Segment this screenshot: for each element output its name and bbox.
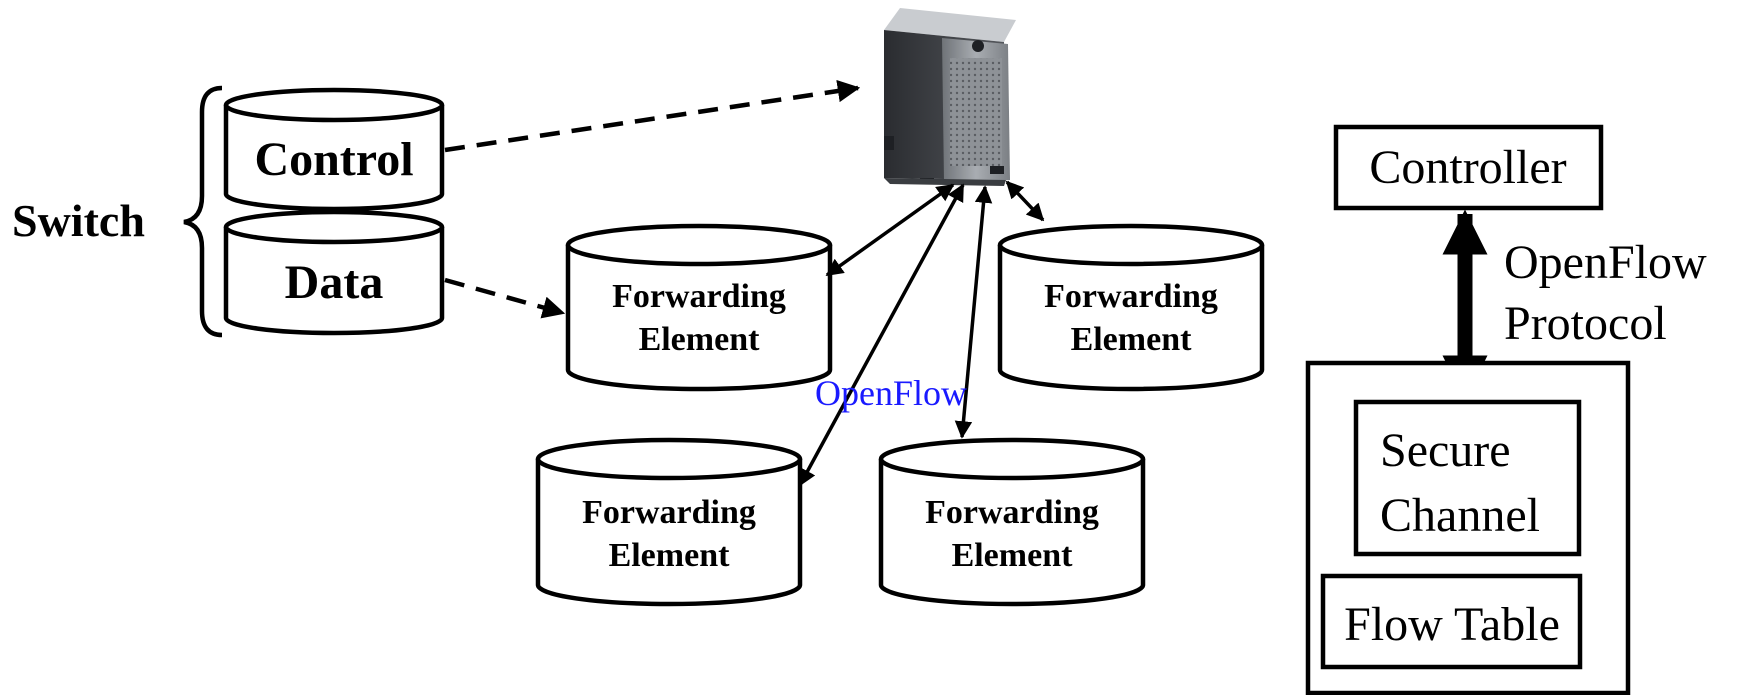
link-server-fe2 (1005, 180, 1045, 222)
forwarding-element-4: Forwarding Element (878, 437, 1146, 607)
openflow-link-label: OpenFlow (815, 373, 967, 413)
fe1-line2: Element (639, 321, 761, 358)
forwarding-element-2: Forwarding Element (997, 223, 1265, 392)
control-plane-cylinder: Control (223, 87, 445, 212)
link-server-fe4 (954, 185, 993, 439)
data-to-forwarding-arrow (444, 277, 566, 319)
fe2-line1: Forwarding (1044, 278, 1218, 315)
fe2-line2: Element (1071, 321, 1193, 358)
forwarding-element-1: Forwarding Element (565, 223, 833, 392)
link-server-fe1 (825, 183, 955, 277)
controller-box: Controller (1333, 124, 1604, 211)
fe4-line2: Element (952, 537, 1074, 574)
protocol-label-line1: OpenFlow (1504, 236, 1707, 289)
link-server-fe3 (798, 183, 965, 487)
flow-table-box: Flow Table (1320, 573, 1583, 670)
secure-channel-line1: Secure (1380, 424, 1511, 477)
controller-label: Controller (1369, 141, 1566, 194)
data-label: Data (285, 256, 384, 309)
protocol-label-line2: Protocol (1504, 297, 1667, 350)
server-tower-icon (884, 8, 1016, 186)
forwarding-element-3: Forwarding Element (535, 437, 803, 607)
control-to-controller-arrow (444, 79, 861, 153)
secure-channel-box: Secure Channel (1353, 399, 1582, 557)
data-plane-cylinder: Data (223, 209, 445, 336)
fe3-line1: Forwarding (582, 494, 756, 531)
switch-label: Switch (12, 195, 145, 246)
secure-channel-line2: Channel (1380, 489, 1540, 542)
fe3-line2: Element (609, 537, 731, 574)
switch-brace (183, 85, 223, 338)
fe4-line1: Forwarding (925, 494, 1099, 531)
flow-table-label: Flow Table (1344, 598, 1560, 651)
fe1-line1: Forwarding (612, 278, 786, 315)
control-label: Control (254, 133, 413, 186)
